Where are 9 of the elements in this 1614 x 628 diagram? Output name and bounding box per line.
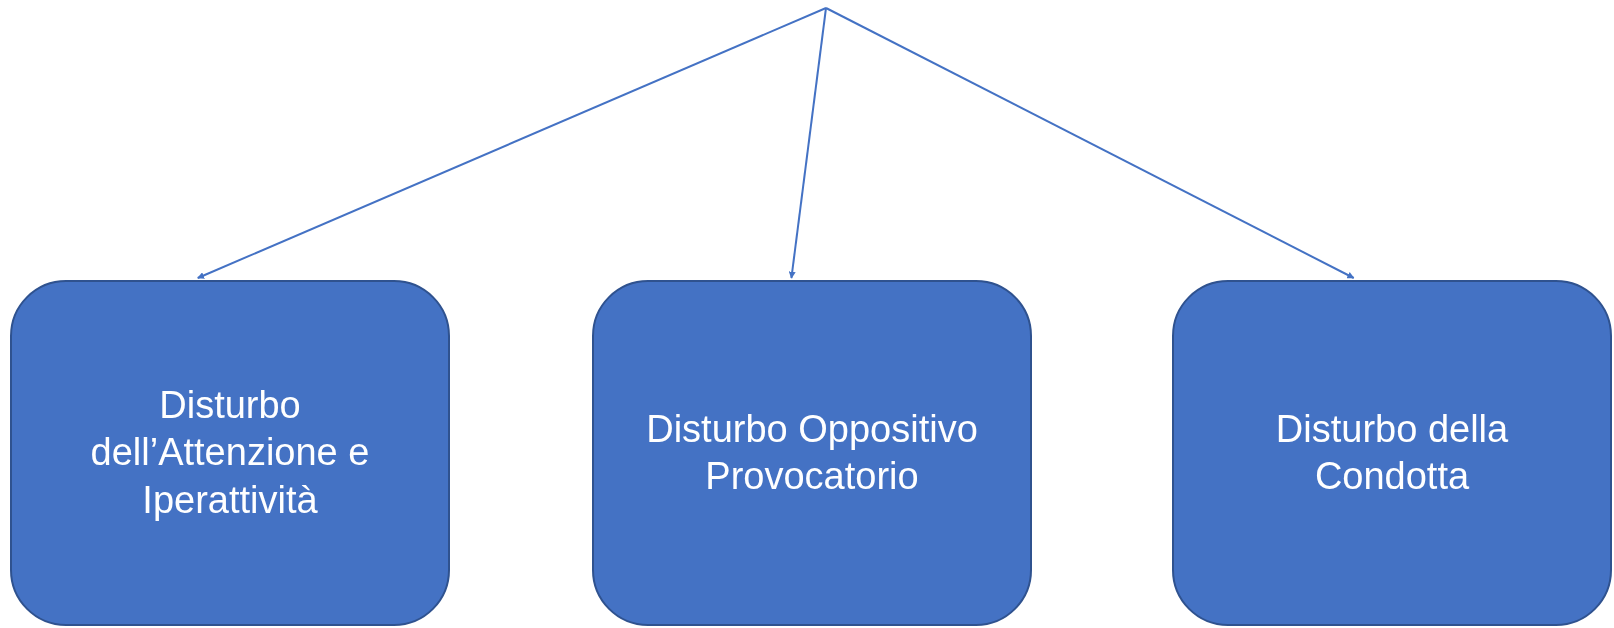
- arrow: [788, 7, 827, 279]
- box-label: Disturbo della Condotta: [1274, 406, 1510, 499]
- process-box: [1172, 280, 1612, 626]
- box-label: Disturbo Oppositivo Provocatorio: [645, 406, 979, 499]
- box-label: Disturbo dell’Attenzione e Iperattività: [89, 382, 371, 523]
- process-box: [10, 280, 450, 626]
- process-box: [592, 280, 1032, 626]
- arrow: [825, 7, 1355, 279]
- arrow: [196, 7, 827, 279]
